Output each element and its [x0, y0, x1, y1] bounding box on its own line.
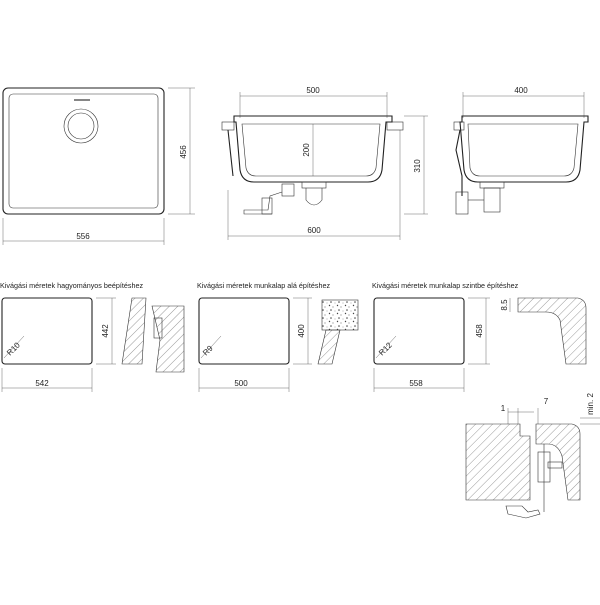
- countertop-left-section: [121, 297, 147, 365]
- countertop-grain-section: [321, 299, 359, 331]
- side-sink-body: [459, 115, 589, 183]
- drain-outer: [63, 108, 99, 144]
- cutout-flush: Kivágási méretek munkalap szintbe építés…: [372, 281, 587, 392]
- side-overflow-pipe: [455, 129, 463, 196]
- cutout-undermount-depth: 400: [297, 324, 306, 338]
- cutout-flush-width: 558: [409, 379, 423, 388]
- cutout-standard-width: 542: [35, 379, 49, 388]
- detail-countertop-left: [465, 423, 531, 501]
- cutout-undermount: Kivágási méretek munkalap alá építéshez …: [197, 281, 359, 392]
- top-view: 556 456: [2, 87, 195, 245]
- front-inner-width-label: 500: [306, 86, 320, 95]
- drain-inner: [67, 112, 95, 140]
- top-width-label: 556: [76, 232, 90, 241]
- detail-gap-label: 1: [501, 404, 506, 413]
- front-depth-label: 200: [302, 143, 311, 157]
- drain-trap: [305, 188, 323, 206]
- top-depth-label: 456: [179, 145, 188, 159]
- front-overall-width-label: 600: [307, 226, 321, 235]
- waste-pipe: [243, 191, 283, 215]
- undermount-sink-section: [317, 329, 341, 365]
- cutout-flush-radius: R12: [377, 340, 394, 357]
- overflow-connector: [281, 183, 295, 197]
- side-drain: [483, 187, 501, 213]
- countertop-right-section: [151, 305, 185, 373]
- cutout-undermount-radius: R9: [201, 343, 215, 357]
- front-sink-body: [233, 115, 393, 183]
- cutout-undermount-rect: [198, 297, 290, 365]
- cutout-standard-rect: [1, 297, 93, 365]
- cutout-undermount-caption: Kivágási méretek munkalap alá építéshez: [197, 281, 330, 290]
- cutout-undermount-width: 500: [234, 379, 248, 388]
- cutout-standard: Kivágási méretek hagyományos beépítéshez…: [0, 281, 185, 392]
- detail-clamp-foot: [505, 505, 541, 519]
- cutout-flush-depth: 458: [475, 324, 484, 338]
- left-clip: [221, 121, 235, 131]
- cutout-flush-rebate: 8.5: [500, 299, 509, 311]
- cutout-flush-rect: [373, 297, 465, 365]
- detail-min-label: min. 2: [586, 393, 595, 415]
- right-clip: [386, 121, 404, 131]
- cutout-standard-radius: R10: [5, 340, 22, 357]
- clamp-detail: 1 7 min. 2: [465, 393, 600, 519]
- side-view: 400: [453, 86, 589, 215]
- cutout-standard-depth: 442: [101, 324, 110, 338]
- front-view: 500 200 600 310: [221, 86, 428, 240]
- cutout-standard-caption: Kivágási méretek hagyományos beépítéshez: [0, 281, 143, 290]
- side-width-label: 400: [514, 86, 528, 95]
- front-height-label: 310: [413, 159, 422, 173]
- cutout-flush-caption: Kivágási méretek munkalap szintbe építés…: [372, 281, 519, 290]
- sink-basin: [8, 93, 159, 209]
- sink-outline: [2, 87, 165, 215]
- flush-countertop-section: [517, 297, 587, 365]
- detail-sink-rim: [535, 423, 581, 501]
- detail-offset-label: 7: [544, 397, 549, 406]
